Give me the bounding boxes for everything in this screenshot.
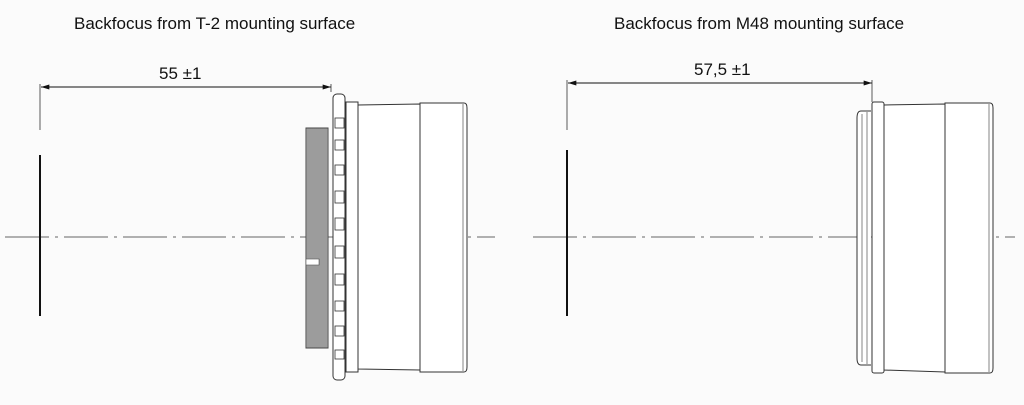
left-title: Backfocus from T-2 mounting surface bbox=[74, 14, 356, 33]
left-dimension-label: 55 ±1 bbox=[159, 64, 202, 83]
m48-ring bbox=[856, 110, 871, 366]
right-title: Backfocus from M48 mounting surface bbox=[614, 14, 905, 33]
right-drawing bbox=[533, 80, 1015, 374]
right-dimension-label: 57,5 ±1 bbox=[694, 60, 751, 79]
right-body bbox=[883, 103, 946, 373]
left-flange bbox=[345, 101, 359, 373]
left-body bbox=[357, 103, 421, 371]
left-drawing bbox=[5, 84, 495, 381]
locking-ring bbox=[332, 93, 346, 381]
right-flange bbox=[871, 101, 885, 374]
t2-thread bbox=[305, 127, 329, 349]
